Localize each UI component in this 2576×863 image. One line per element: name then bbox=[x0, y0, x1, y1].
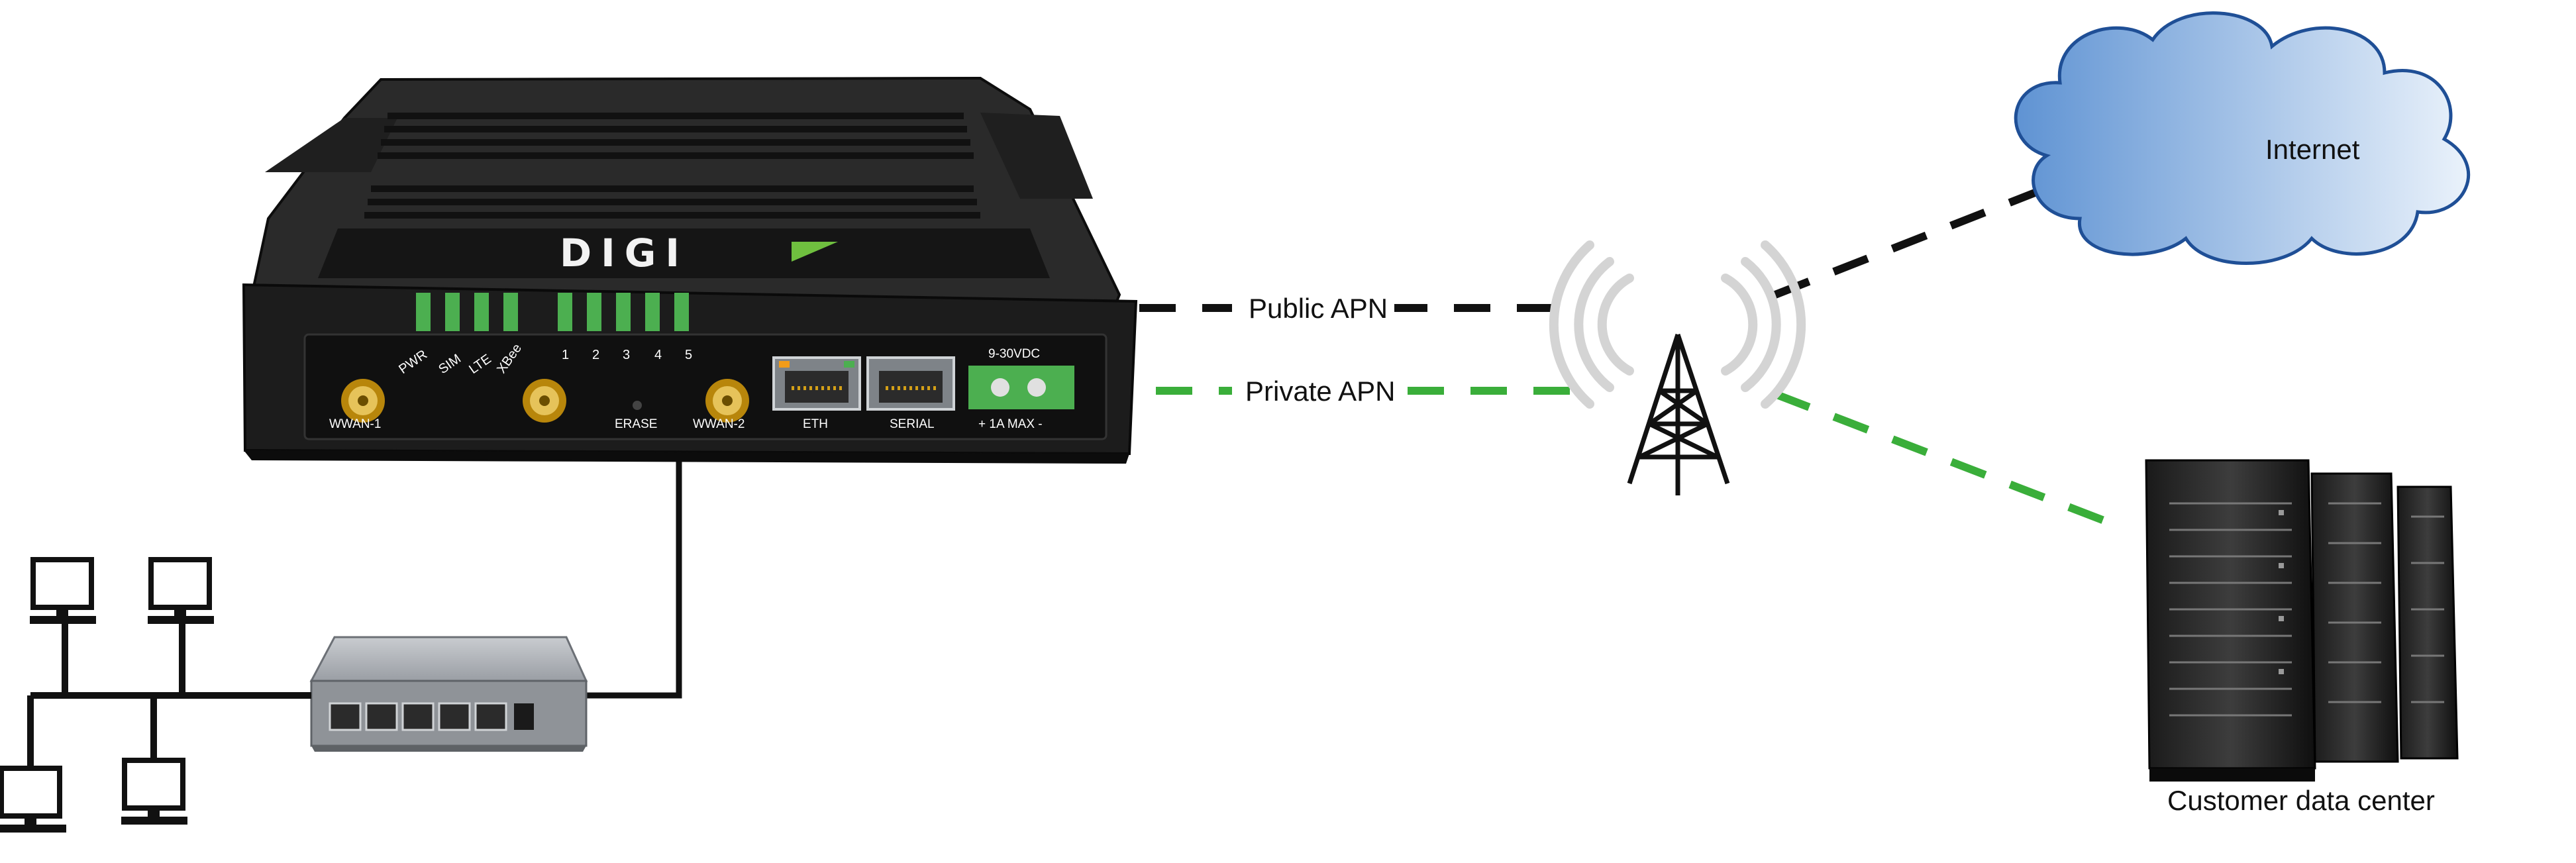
digi-router: DIGI PWR SIM LTE XBee 1 2 3 4 5 bbox=[242, 76, 1138, 464]
led-1 bbox=[558, 293, 572, 331]
led-xbee bbox=[503, 293, 518, 331]
computer-icon bbox=[0, 766, 66, 833]
led-2 bbox=[587, 293, 601, 331]
led-5 bbox=[674, 293, 689, 331]
heatsink-fins bbox=[364, 113, 980, 219]
led-lte bbox=[474, 293, 489, 331]
brand-logo: DIGI bbox=[560, 230, 689, 276]
datacenter-label: Customer data center bbox=[2167, 785, 2435, 816]
tower-datacenter-line bbox=[1773, 390, 2122, 531]
tower-internet-line bbox=[1773, 181, 2055, 299]
switch-ports bbox=[329, 702, 534, 731]
antenna-2-label: WWAN-2 bbox=[693, 417, 745, 431]
led-3 bbox=[616, 293, 631, 331]
internet-label: Internet bbox=[2265, 134, 2360, 165]
led-4 bbox=[645, 293, 660, 331]
computer-icon bbox=[121, 758, 187, 825]
xbee-connector bbox=[523, 379, 566, 423]
data-center-icon bbox=[2145, 459, 2459, 782]
eth-label: ETH bbox=[803, 417, 828, 431]
led-sim bbox=[445, 293, 460, 331]
erase-label: ERASE bbox=[615, 417, 657, 431]
network-switch bbox=[309, 636, 588, 752]
router-switch-cable bbox=[583, 450, 682, 699]
public-apn-label: Public APN bbox=[1249, 293, 1388, 324]
power-top-label: 9-30VDC bbox=[988, 347, 1040, 361]
serial-port[interactable] bbox=[866, 356, 955, 411]
signal-waves-icon bbox=[1549, 240, 1806, 409]
led-label-5: 5 bbox=[685, 348, 692, 362]
antenna-connector-2 bbox=[705, 379, 749, 423]
eth-port[interactable] bbox=[772, 356, 861, 411]
antenna-1-label: WWAN-1 bbox=[329, 417, 381, 431]
led-label-1: 1 bbox=[562, 348, 569, 362]
computer-icon bbox=[30, 557, 96, 624]
led-pwr bbox=[416, 293, 431, 331]
cell-tower-icon bbox=[1549, 240, 1806, 495]
led-label-3: 3 bbox=[623, 348, 630, 362]
private-apn-label: Private APN bbox=[1245, 376, 1395, 407]
led-label-4: 4 bbox=[654, 348, 662, 362]
power-bottom-label: + 1A MAX - bbox=[978, 417, 1043, 431]
computer-icon bbox=[148, 557, 214, 624]
serial-label: SERIAL bbox=[890, 417, 935, 431]
erase-button[interactable] bbox=[633, 401, 642, 410]
power-connector bbox=[968, 366, 1074, 409]
lan-bus bbox=[27, 623, 311, 768]
led-bank bbox=[416, 293, 689, 331]
led-label-2: 2 bbox=[592, 348, 599, 362]
internet-cloud-icon bbox=[2014, 11, 2471, 265]
antenna-connector-1 bbox=[341, 379, 385, 423]
